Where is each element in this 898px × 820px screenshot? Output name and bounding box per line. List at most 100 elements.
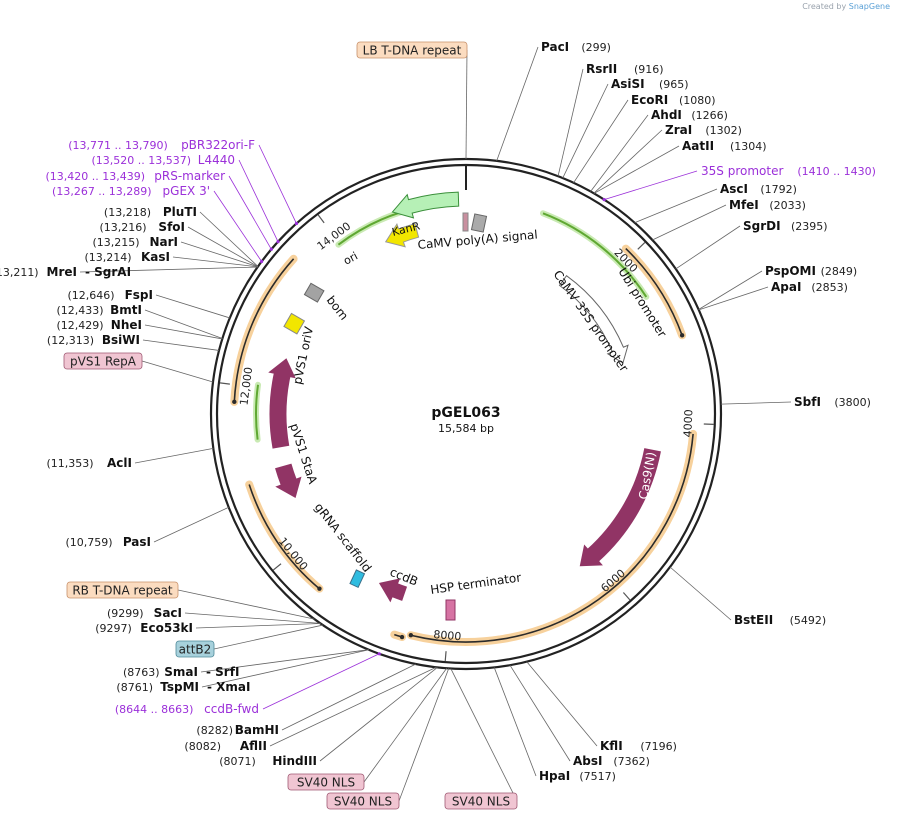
site-position: (8082) bbox=[184, 740, 221, 753]
cds-arc-3 bbox=[233, 258, 295, 402]
primer-name: ccdB-fwd bbox=[204, 702, 259, 716]
site-label-left: SmaI(8763)- SrfI bbox=[123, 665, 239, 679]
cds-arc-4 bbox=[248, 484, 320, 590]
primer-range: (1410 .. 1430) bbox=[797, 165, 876, 178]
site-name: SbfI bbox=[794, 395, 821, 409]
leader-line bbox=[590, 114, 649, 192]
leader-line bbox=[562, 83, 609, 179]
leader-line bbox=[634, 188, 718, 224]
site-name: HpaI bbox=[539, 769, 570, 783]
cds-arc-4-head bbox=[317, 586, 322, 591]
primer-leader bbox=[258, 144, 297, 224]
site-position: (9299) bbox=[107, 607, 144, 620]
site-position: (2033) bbox=[769, 199, 806, 212]
feature-box bbox=[444, 792, 518, 810]
cds-arc-2 bbox=[410, 433, 694, 643]
label-ubi: Ubi promoter bbox=[615, 265, 669, 340]
primer-mark bbox=[294, 221, 299, 226]
box-leader bbox=[398, 668, 450, 802]
primer-name: 35S promoter bbox=[701, 164, 783, 178]
site-position: (13,215) bbox=[93, 236, 140, 249]
leader-line bbox=[199, 211, 259, 267]
cas9-arrow bbox=[579, 448, 661, 567]
site-name: SmaI bbox=[164, 665, 198, 679]
box-leader bbox=[363, 668, 448, 783]
site-position: (2853) bbox=[811, 281, 848, 294]
label-ori: ori bbox=[341, 249, 360, 267]
site-position: (7362) bbox=[613, 755, 650, 768]
site-position: (12,429) bbox=[57, 319, 104, 332]
site-position: (12,433) bbox=[57, 304, 104, 317]
tick-mark bbox=[219, 382, 230, 385]
site-label-right: AscI(1792) bbox=[720, 182, 797, 196]
site-label-right: EcoRI(1080) bbox=[631, 93, 716, 107]
leader-line bbox=[269, 666, 437, 747]
label-bom: bom bbox=[324, 293, 351, 323]
ubi-promoter-arrow bbox=[558, 274, 629, 364]
primer-mark bbox=[377, 652, 381, 656]
leader-line bbox=[144, 309, 223, 339]
site-label-left: MreI(13,211)- SgrAI bbox=[0, 265, 131, 279]
marker-arc-3 bbox=[255, 384, 259, 440]
leader-line bbox=[720, 401, 792, 405]
site-label-right: BstEII(5492) bbox=[734, 613, 826, 627]
site-name: RsrII bbox=[586, 62, 617, 76]
primer-label: pBR322ori-F(13,771 .. 13,790) bbox=[68, 138, 255, 152]
primer-name: L4440 bbox=[198, 153, 235, 167]
site-name: AhdI bbox=[651, 108, 682, 122]
site-name: AclI bbox=[107, 456, 132, 470]
site-name: AsiSI bbox=[611, 77, 645, 91]
primer-label: 35S promoter (1410 .. 1430) bbox=[701, 164, 876, 178]
site-position: (1304) bbox=[730, 140, 767, 153]
site-label-left: Eco53kI(9297) bbox=[95, 621, 193, 635]
brand-name: SnapGene bbox=[848, 2, 890, 11]
primer-name: pGEX 3' bbox=[163, 184, 210, 198]
label-cas9: Cas9(N) bbox=[636, 451, 658, 501]
site-label-left: PluTI(13,218) bbox=[104, 205, 197, 219]
leader-line bbox=[509, 664, 571, 762]
site-name: PspOMI bbox=[765, 264, 816, 278]
orit-box bbox=[283, 312, 306, 335]
primer-label: pRS-marker(13,420 .. 13,439) bbox=[45, 169, 225, 183]
leader-line bbox=[698, 270, 763, 310]
site-label-right: KflI(7196) bbox=[600, 739, 677, 753]
primer-leader bbox=[228, 175, 272, 250]
site-position: (299) bbox=[581, 41, 611, 54]
feature-box bbox=[63, 352, 143, 370]
site-name: ApaI bbox=[771, 280, 801, 294]
site-name: Eco53kI bbox=[140, 621, 193, 635]
site-label-right: AatII(1304) bbox=[682, 139, 767, 153]
site-label-right: AhdI (1266) bbox=[651, 108, 728, 122]
kanr-arrow bbox=[391, 191, 460, 219]
site-name: NarI bbox=[149, 235, 178, 249]
site-label-left: SfoI(13,216) bbox=[100, 220, 185, 234]
box-leader bbox=[141, 360, 214, 383]
site-label-right: AsiSI(965) bbox=[611, 77, 689, 91]
site-position: (13,211) bbox=[0, 266, 39, 279]
tick-mark bbox=[272, 563, 282, 571]
site-name: BstEII bbox=[734, 613, 773, 627]
site-name: SfoI bbox=[158, 220, 185, 234]
ccdb-arrow bbox=[378, 578, 408, 603]
bom-box bbox=[303, 282, 325, 303]
site-name: SacI bbox=[154, 606, 182, 620]
primer-label: ccdB-fwd(8644 .. 8663) bbox=[115, 702, 259, 716]
leader-line bbox=[180, 241, 258, 268]
site-label-right: ZraI(1302) bbox=[665, 123, 742, 137]
site-label-right: AbsI(7362) bbox=[573, 754, 650, 768]
feature-box-label: RB T-DNA repeat bbox=[72, 584, 173, 598]
site-label-right: SbfI(3800) bbox=[794, 395, 871, 409]
site-name: AscI bbox=[720, 182, 748, 196]
cds-arc-2-head bbox=[408, 633, 414, 638]
site-name: KflI bbox=[600, 739, 623, 753]
site-position: (1266) bbox=[691, 109, 728, 122]
site-label-right: HpaI(7517) bbox=[539, 769, 616, 783]
feature-box-label: SV40 NLS bbox=[334, 795, 392, 809]
label-pvs1-oriv: pVS1 oriV bbox=[290, 325, 316, 386]
leader-line bbox=[593, 145, 680, 194]
site-label-left: HindIII(8071) bbox=[219, 754, 317, 768]
hsp-terminator-box bbox=[445, 599, 456, 621]
primer-leader bbox=[213, 190, 262, 262]
polya-bar bbox=[462, 212, 469, 232]
site-name: SgrDI bbox=[743, 219, 781, 233]
